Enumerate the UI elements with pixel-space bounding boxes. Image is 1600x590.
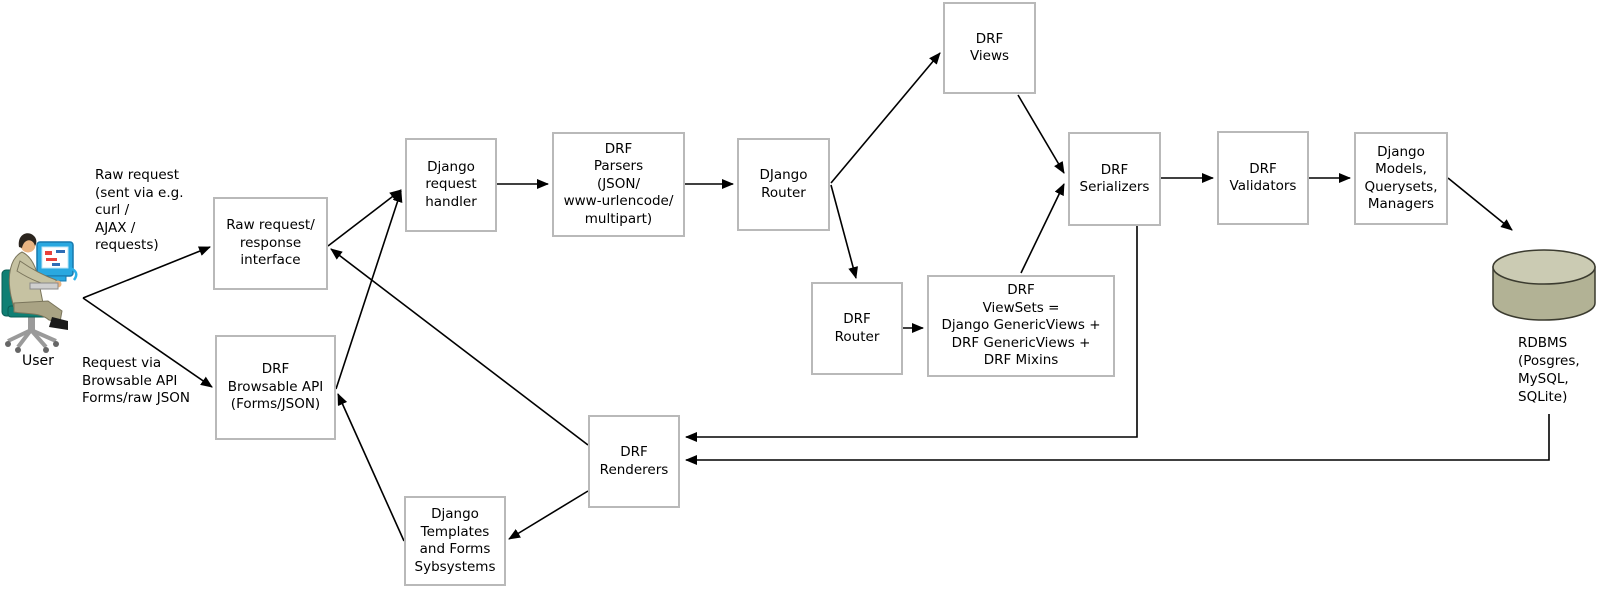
mouse-cable bbox=[69, 266, 78, 281]
node-drf-router: DRF Router bbox=[811, 282, 903, 375]
arrow-views-to-serializers bbox=[1017, 94, 1065, 174]
arrow-rdbms-to-renderers bbox=[685, 414, 1550, 465]
person-legs bbox=[13, 300, 63, 323]
node-drf-parsers: DRF Parsers (JSON/ www-urlencode/ multip… bbox=[552, 132, 685, 237]
user-icon bbox=[1, 233, 78, 353]
arrow-django-router-to-views bbox=[830, 52, 941, 184]
person-hair bbox=[18, 233, 37, 248]
raw-request-note: Raw request (sent via e.g. curl / AJAX /… bbox=[95, 167, 184, 253]
arrow-viewsets-to-serializers bbox=[1020, 183, 1065, 274]
chair-casters bbox=[5, 341, 59, 353]
arrow-django-router-to-drf-router bbox=[830, 184, 858, 279]
arrow-user-to-raw-interface bbox=[82, 246, 211, 299]
arrow-models-to-rdbms bbox=[1447, 177, 1513, 231]
arrow-renderers-to-templates bbox=[508, 490, 589, 540]
node-django-templates: Django Templates and Forms Sybsystems bbox=[404, 496, 506, 586]
rdbms-label: RDBMS (Posgres, MySQL, SQLite) bbox=[1518, 335, 1580, 405]
arrows bbox=[82, 52, 1550, 542]
node-django-router: DJango Router bbox=[737, 138, 830, 231]
arrow-browsable-api-to-handler bbox=[335, 190, 403, 390]
database-icon bbox=[1492, 249, 1596, 321]
node-drf-viewsets: DRF ViewSets = Django GenericViews + DRF… bbox=[927, 275, 1115, 377]
person-shoe bbox=[49, 317, 68, 330]
database-top bbox=[1492, 249, 1596, 285]
node-drf-browsable-api: DRF Browsable API (Forms/JSON) bbox=[215, 335, 336, 440]
keyboard bbox=[29, 282, 59, 290]
node-drf-renderers: DRF Renderers bbox=[588, 415, 680, 508]
chair-pedestal bbox=[28, 315, 35, 331]
arrow-renderers-to-raw-interface bbox=[330, 248, 589, 446]
monitor-screen-content bbox=[45, 250, 65, 266]
node-drf-validators: DRF Validators bbox=[1217, 131, 1309, 225]
node-drf-serializers: DRF Serializers bbox=[1068, 132, 1161, 226]
browsable-request-note: Request via Browsable API Forms/raw JSON bbox=[82, 355, 191, 406]
node-raw-request-interface: Raw request/ response interface bbox=[213, 197, 328, 290]
chair-legs bbox=[7, 328, 57, 349]
node-django-models: Django Models, Querysets, Managers bbox=[1354, 132, 1448, 225]
node-drf-views: DRF Views bbox=[943, 2, 1036, 94]
node-django-request-handler: Django request handler bbox=[405, 138, 497, 232]
arrow-serializers-to-renderers bbox=[685, 226, 1138, 442]
user-label: User bbox=[22, 353, 54, 369]
arrow-templates-to-browsable-api bbox=[337, 393, 405, 542]
arrow-raw-interface-to-handler bbox=[327, 189, 402, 247]
arrow-user-to-browsable-api bbox=[82, 297, 213, 388]
